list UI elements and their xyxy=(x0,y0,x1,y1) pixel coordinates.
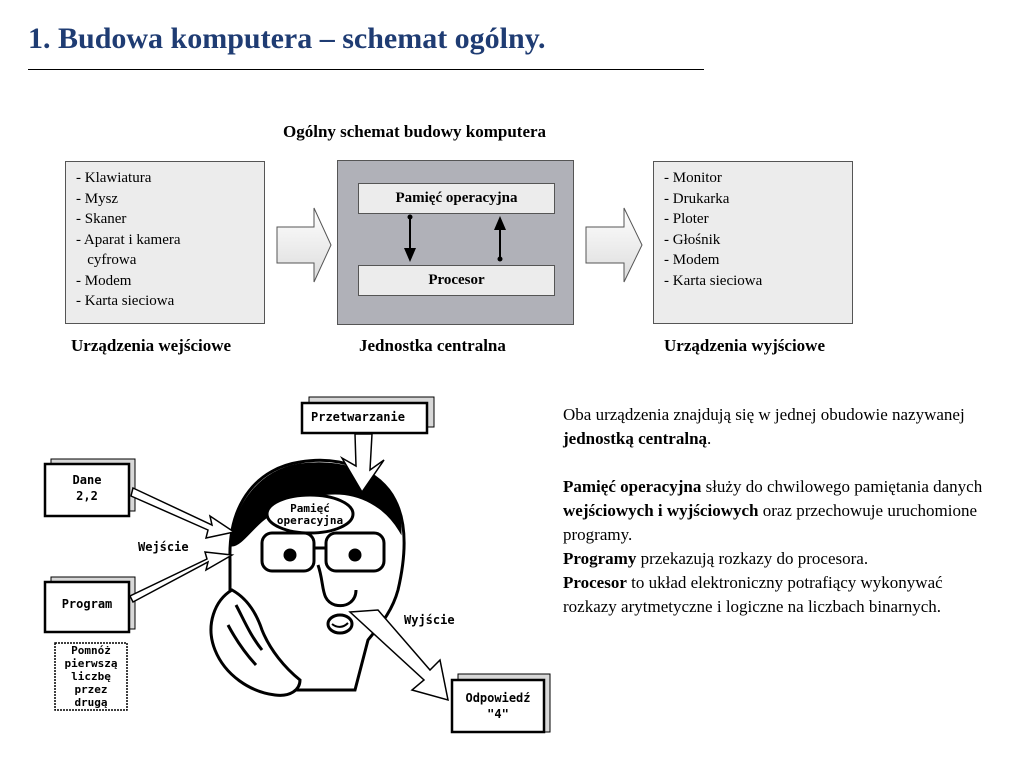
device-list-item: - Drukarka xyxy=(664,190,730,207)
program-label: Program xyxy=(61,597,113,611)
output-devices-caption: Urządzenia wyjściowe xyxy=(664,336,825,355)
output-devices-list: - Monitor - Drukarka - Ploter - Głośnik - Mo… xyxy=(664,168,842,291)
input-devices-caption: Urządzenia wejściowe xyxy=(71,336,232,355)
output-label: Wyjście xyxy=(404,613,455,627)
output-flow-arrow xyxy=(585,207,643,283)
paragraph-processor: Procesor to układ elektroniczny potrafią… xyxy=(563,573,943,616)
data-label-line2: 2,2 xyxy=(76,489,98,503)
brain-memory-line2: operacyjna xyxy=(276,514,344,527)
processing-label: Przetwarzanie xyxy=(311,410,405,424)
data-label-line1: Dane xyxy=(72,473,102,487)
description-text: Oba urządzenia znajdują się w jednej obu… xyxy=(563,403,993,619)
memory-to-processor-arrow xyxy=(404,214,416,262)
memory-box: Pamięć operacyjna xyxy=(358,183,555,214)
device-list-item: - Monitor xyxy=(664,170,722,186)
device-list-item: cyfrowa xyxy=(76,252,137,268)
note-line: przez xyxy=(74,683,108,696)
device-list-item: - Głośnik xyxy=(664,231,721,248)
device-list-item: - Karta sieciowa xyxy=(76,293,175,309)
answer-card xyxy=(450,673,551,734)
processor-to-memory-arrow xyxy=(494,216,506,262)
device-list-item: - Karta sieciowa xyxy=(664,272,763,289)
answer-label-line1: Odpowiedź xyxy=(465,691,531,705)
input-arrows xyxy=(128,486,236,604)
instruction-note xyxy=(54,642,128,711)
answer-label: Odpowiedź "4" xyxy=(452,690,544,722)
output-devices-box: - Monitor - Drukarka - Ploter - Głośnik - Mo… xyxy=(653,161,853,324)
device-list-item: - Ploter xyxy=(664,211,709,227)
diagram-title: Ogólny schemat budowy komputera xyxy=(283,122,547,141)
note-line: drugą xyxy=(74,696,108,709)
program-card xyxy=(43,576,136,634)
page-title: 1. Budowa komputera – schemat ogólny. xyxy=(28,22,546,55)
title-divider xyxy=(28,69,704,70)
person-head xyxy=(209,458,406,697)
processor-box: Procesor xyxy=(358,265,555,296)
central-unit-caption: Jednostka centralna xyxy=(359,336,506,355)
paragraph-memory: Pamięć operacyjna służy do chwilowego pa… xyxy=(563,477,983,544)
note-line: Pomnóż xyxy=(71,644,111,657)
output-arrow xyxy=(348,609,449,702)
device-list-item: - Skaner xyxy=(76,211,127,227)
note-line: liczbę xyxy=(71,670,111,683)
device-list-item: - Mysz xyxy=(76,190,119,207)
device-list-item: - Aparat i kamera xyxy=(76,231,181,248)
paragraph-programs: Programy przekazują rozkazy do procesora… xyxy=(563,549,869,568)
processing-card xyxy=(300,396,435,435)
device-list-item: - Klawiatura xyxy=(76,170,152,186)
device-list-item: - Modem xyxy=(664,252,720,268)
paragraph-central-unit: Oba urządzenia znajdują się w jednej obu… xyxy=(563,405,965,448)
input-devices-box: - Klawiatura - Mysz - Skaner - Aparat i kam… xyxy=(65,161,265,324)
processing-arrow xyxy=(339,433,385,494)
input-devices-list: - Klawiatura - Mysz - Skaner - Aparat i kam… xyxy=(76,168,254,312)
data-label: Dane 2,2 xyxy=(45,472,129,504)
device-list-item: - Modem xyxy=(76,272,132,289)
input-label: Wejście xyxy=(138,540,189,554)
data-card xyxy=(43,458,136,518)
note-line: pierwszą xyxy=(64,657,118,670)
brain-memory-line1: Pamięć xyxy=(290,502,330,515)
answer-label-line2: "4" xyxy=(487,707,509,721)
brain-memory-label: Pamięć operacyjna xyxy=(267,503,353,527)
input-flow-arrow xyxy=(276,207,332,283)
